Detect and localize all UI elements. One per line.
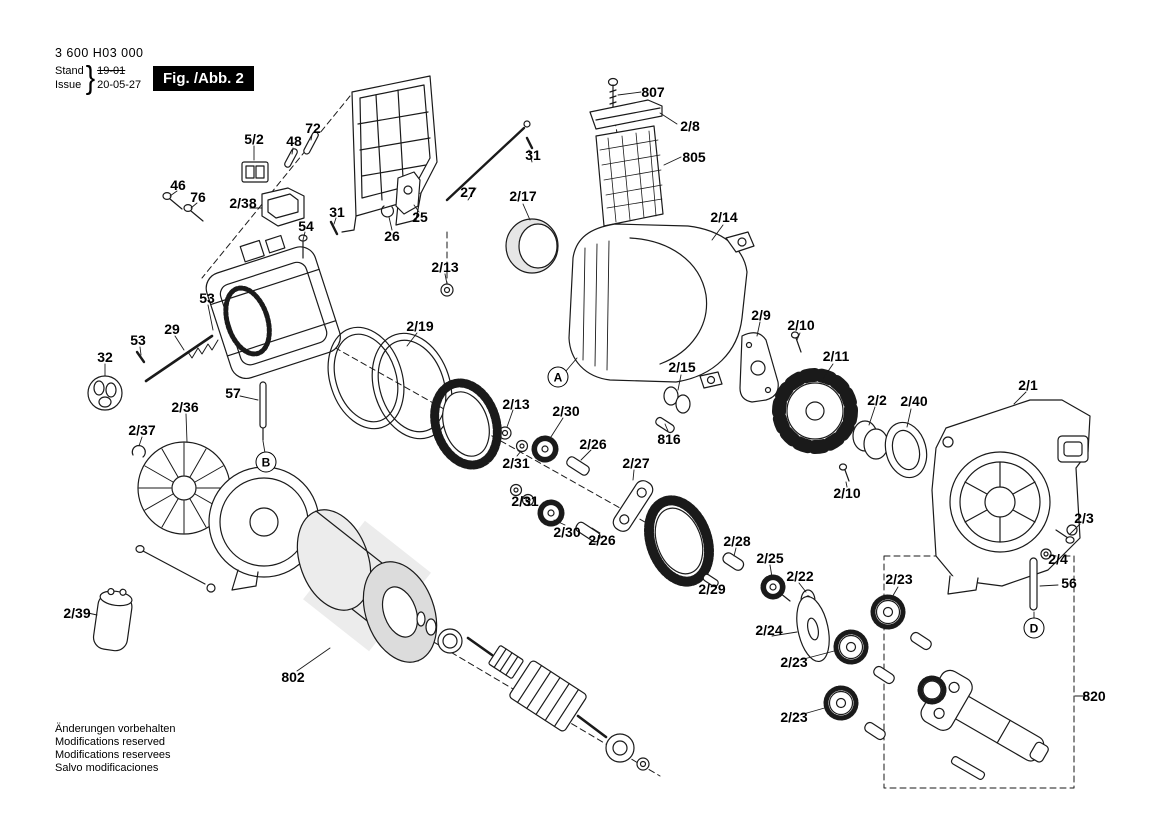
brush-holder-2-38 [261, 187, 305, 227]
ring-2-2 [852, 420, 889, 460]
ring-gear [644, 495, 714, 587]
gear-2-23-a [870, 594, 906, 630]
pin-2-23-a [910, 631, 932, 651]
stator-802 [296, 509, 438, 663]
superseded-date: 19-01 [97, 65, 126, 77]
cap-2-17 [505, 218, 559, 274]
gear-2-30-b [537, 499, 565, 527]
capacitor-2-39 [92, 587, 133, 652]
brush-plate-cover [341, 75, 438, 233]
gasket-2-40 [884, 421, 928, 479]
long-screw [135, 544, 216, 593]
leader-lines [87, 91, 1089, 716]
pin-31-left [329, 220, 339, 236]
fan-2-36 [137, 441, 231, 535]
gear-2-23-c [823, 685, 859, 721]
rod-27 [445, 120, 531, 202]
washer-2-31-c [521, 493, 535, 507]
impeller-2-11 [772, 368, 858, 454]
pin-2-23-b [873, 665, 895, 685]
clip-2-37 [131, 444, 146, 458]
footer-line-fr: Modifications reservees [55, 749, 171, 761]
armature [466, 636, 650, 771]
stand-label: Stand [55, 65, 84, 77]
gasket-2-9 [739, 332, 779, 403]
footer-line-es: Salvo modificaciones [55, 762, 159, 774]
washer-2-31-b [509, 483, 523, 497]
screw-2-10-bottom [838, 463, 850, 482]
gear-2-25 [760, 574, 791, 602]
issue-date: 20-05-27 [97, 79, 142, 91]
footer-line-de: Änderungen vorbehalten [55, 723, 176, 735]
grille-805 [595, 125, 664, 227]
roller-2-28 [722, 552, 745, 571]
gear-2-23-b [833, 629, 869, 665]
bracket-25 [395, 171, 421, 215]
clip-26 [380, 205, 395, 218]
plate-2-27 [612, 480, 654, 532]
output-spindle-820 [917, 669, 1049, 780]
washer-2-4 [1040, 548, 1052, 560]
pin-2-26-b [575, 521, 601, 543]
bushing-2-15 [663, 386, 691, 414]
screw-46 [162, 192, 183, 210]
pin-57 [259, 381, 267, 441]
gearcase-2-1 [931, 399, 1091, 595]
field-frame [205, 234, 341, 380]
toothed-ring [430, 378, 502, 470]
gear-train [702, 552, 932, 741]
washer-2-13-top [440, 283, 454, 297]
shaft-29 [135, 334, 219, 383]
brace-glyph: } [85, 59, 96, 96]
housing-2-14 [568, 223, 755, 389]
washer-2-31-a [515, 439, 529, 453]
pin-2-23-c [864, 721, 886, 741]
issue-label: Issue [55, 79, 82, 91]
knob-32 [87, 375, 123, 411]
connector-5-2 [241, 161, 269, 183]
pin-2-26-a [566, 456, 590, 476]
legal-footer: Änderungen vorbehalten Modifications res… [55, 723, 175, 775]
screw-54 [298, 234, 308, 259]
gear-2-30-a [531, 435, 559, 463]
pin-48 [284, 148, 298, 168]
document-number: 3 600 H03 000 [55, 46, 144, 60]
screw-76 [183, 204, 204, 222]
disc-2-24 [796, 595, 830, 663]
issue-block: Stand Issue } 19-01 20-05-27 [55, 59, 142, 96]
screw-2-3 [1055, 529, 1075, 544]
washers-bearing-front [416, 611, 463, 654]
bracket-2-8 [589, 99, 663, 130]
screw-807 [607, 77, 619, 109]
pin-56 [1029, 557, 1038, 611]
pin-31-top [525, 136, 534, 150]
figure-label: Fig. /Abb. 2 [153, 66, 254, 91]
pin-2-29 [702, 573, 719, 588]
footer-line-en: Modifications reserved [55, 736, 166, 748]
snap-rings-2-19 [327, 326, 453, 440]
pin-72 [303, 131, 319, 155]
